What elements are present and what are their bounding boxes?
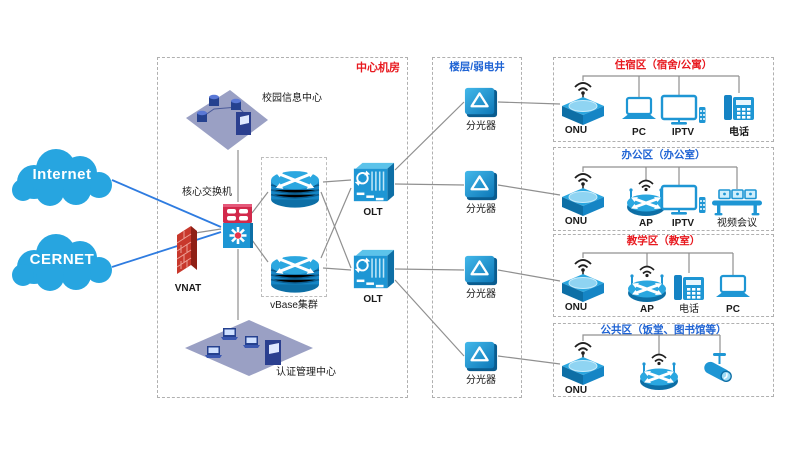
- ap-3-label: AP: [640, 304, 654, 315]
- onu-4-icon: [556, 338, 610, 386]
- onu-3-label: ONU: [564, 302, 588, 313]
- olt-1-label: OLT: [363, 207, 383, 218]
- ap-2-label: AP: [639, 218, 653, 229]
- zone-teaching-title: 教学区（教室）: [626, 235, 701, 247]
- video-conference-icon: [710, 188, 764, 216]
- zone-office-title: 办公区（办公室）: [621, 149, 706, 161]
- onu-2-icon: [556, 169, 610, 217]
- splitter-3-label: 分光器: [466, 289, 496, 300]
- zone-box-office: [553, 147, 774, 231]
- zone-box-residence: [553, 57, 774, 142]
- onu-1-icon: [556, 78, 610, 126]
- splitter-2-label: 分光器: [466, 204, 496, 215]
- pc-1-label: PC: [632, 127, 646, 138]
- campus-info-center-label: 校园信息中心: [262, 93, 322, 104]
- pc-1-icon: [620, 96, 658, 124]
- onu-2-label: ONU: [564, 216, 588, 227]
- phone-1-icon: [722, 92, 756, 122]
- vbase-cluster-label: vBase集群: [270, 300, 318, 311]
- iptv-1-label: IPTV: [671, 127, 695, 138]
- pc-3-icon: [714, 274, 752, 302]
- camera-icon: [698, 352, 742, 388]
- vbase-router-2-icon: [267, 248, 325, 294]
- core-switch-label: 核心交换机: [182, 187, 232, 198]
- olt-2-label: OLT: [363, 294, 383, 305]
- phone-1-label: 电话: [729, 127, 749, 138]
- onu-3-icon: [556, 255, 610, 303]
- zone-box-teaching: [553, 234, 774, 317]
- iptv-2-icon: [660, 184, 706, 216]
- ap-4-icon: [637, 350, 681, 392]
- zone-box-public: [553, 323, 774, 397]
- olt-1-icon: [349, 161, 397, 205]
- riser-box: [432, 57, 522, 398]
- central-room-title: 中心机房: [356, 62, 400, 74]
- internet-cloud-label: Internet: [32, 166, 92, 183]
- iptv-2-label: IPTV: [671, 218, 695, 229]
- cernet-cloud-label: CERNET: [29, 251, 95, 268]
- pc-3-label: PC: [726, 304, 740, 315]
- auth-center-label: 认证管理中心: [276, 367, 336, 378]
- splitter-4-label: 分光器: [466, 375, 496, 386]
- vbase-cluster-box: [261, 157, 327, 297]
- splitter-4-icon: [461, 339, 501, 373]
- splitter-2-icon: [461, 168, 501, 202]
- vnat-firewall-icon: [174, 224, 200, 278]
- splitter-3-icon: [461, 253, 501, 287]
- splitter-1-label: 分光器: [466, 121, 496, 132]
- central-room-box: [157, 57, 408, 398]
- campus-info-center-icon: [184, 84, 270, 154]
- core-switch-icon: [221, 201, 255, 249]
- iptv-1-icon: [660, 94, 706, 126]
- zone-residence-title: 住宿区（宿舍/公寓）: [614, 59, 713, 71]
- phone-3-icon: [672, 272, 706, 302]
- splitter-1-icon: [461, 85, 501, 119]
- onu-4-label: ONU: [564, 385, 588, 396]
- riser-title: 楼层/弱电井: [449, 61, 505, 73]
- ap-3-icon: [625, 262, 669, 304]
- vbase-router-1-icon: [267, 163, 325, 209]
- phone-3-label: 电话: [679, 304, 699, 315]
- vnat-label: VNAT: [174, 283, 202, 294]
- onu-1-label: ONU: [564, 125, 588, 136]
- video-conference-label: 视频会议: [717, 218, 757, 229]
- olt-2-icon: [349, 248, 397, 292]
- zone-public-title: 公共区（饭堂、图书馆等）: [600, 324, 727, 336]
